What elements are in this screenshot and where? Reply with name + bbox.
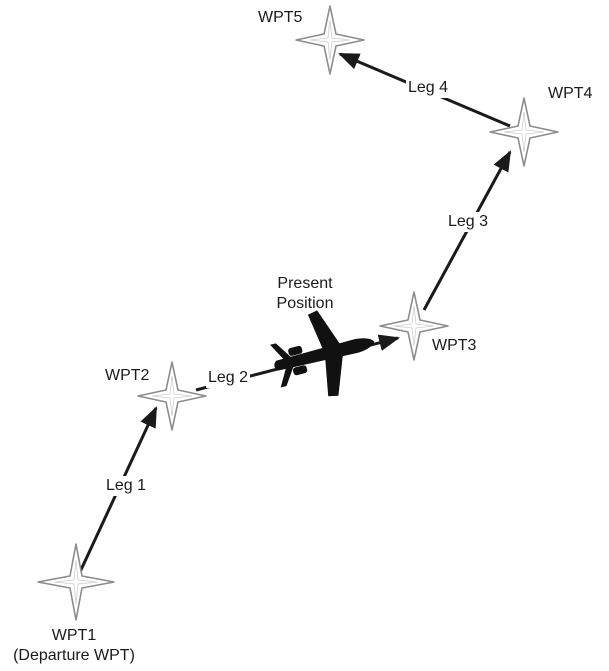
- waypoint-3-star-icon: [379, 291, 449, 361]
- waypoint-2-star-icon: [137, 361, 207, 431]
- leg-4-label: Leg 4: [406, 78, 451, 98]
- waypoint-4-star-icon: [489, 97, 559, 167]
- waypoint-1-label: WPT1 (Departure WPT): [13, 626, 135, 666]
- waypoint-1-star-icon: [37, 543, 115, 621]
- leg-1-label: Leg 1: [104, 476, 149, 496]
- leg-2-label: Leg 2: [206, 368, 251, 388]
- waypoint-2-label: WPT2: [105, 367, 150, 384]
- waypoint-3-label: WPT3: [432, 337, 477, 354]
- waypoint-1-name: WPT1: [51, 627, 97, 644]
- waypoint-1-note: (Departure WPT): [13, 647, 135, 664]
- present-position-line2: Position: [276, 295, 334, 312]
- waypoint-5-label: WPT5: [258, 9, 303, 26]
- leg-3-label: Leg 3: [446, 212, 491, 232]
- present-position-line1: Present: [277, 275, 333, 292]
- waypoint-5-star-icon: [295, 5, 365, 75]
- waypoint-4-label: WPT4: [548, 85, 593, 102]
- present-position-label: Present Position: [277, 274, 334, 314]
- airplane-icon: [270, 310, 375, 397]
